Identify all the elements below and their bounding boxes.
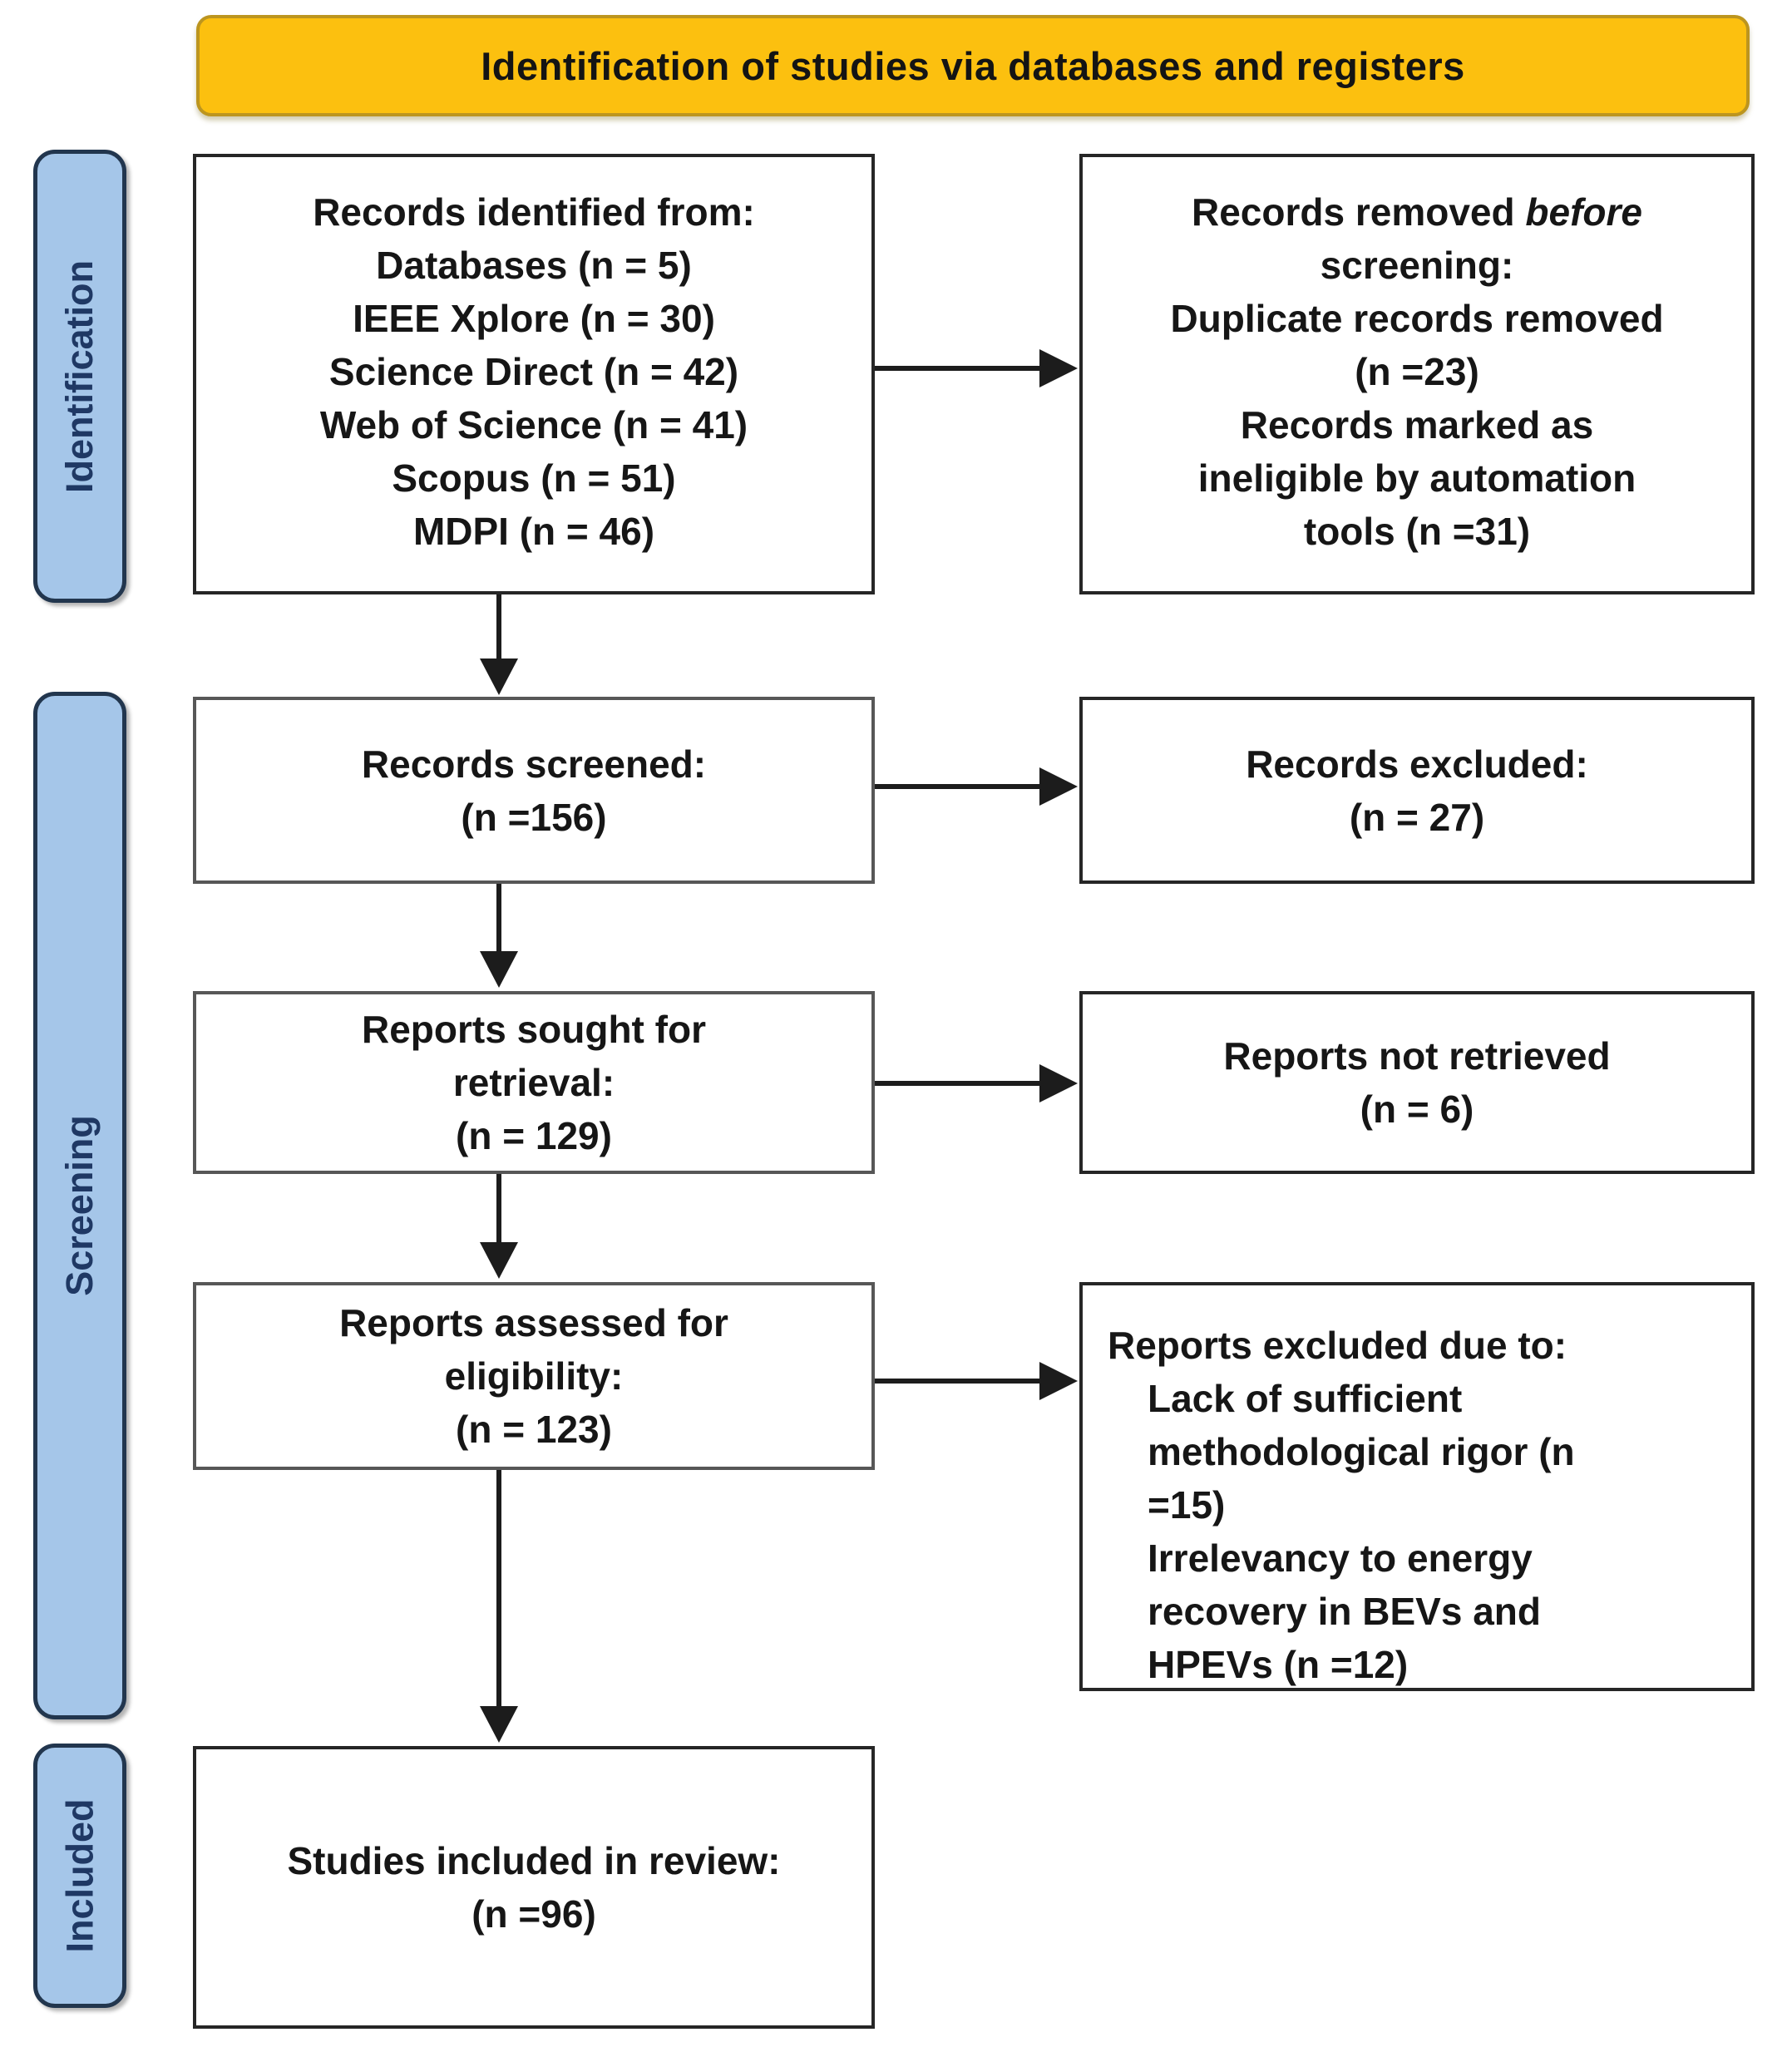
box-records-identified: Records identified from: Databases (n = … [193, 154, 875, 594]
screening-label: Screening [58, 1115, 101, 1296]
box-text-line: Records marked as ineligible by automati… [1197, 403, 1636, 553]
box-text-line: Databases (n = 5) [376, 244, 692, 287]
box-text-line: Reports excluded due to: [1108, 1324, 1567, 1367]
box-text-fragment-italic: before [1525, 190, 1642, 234]
box-text-line: Reports sought for [362, 1008, 706, 1051]
box-records-screened: Records screened: (n =156) [193, 697, 875, 884]
box-reports-excluded-reasons: Reports excluded due to: Lack of suffici… [1079, 1282, 1755, 1691]
stage-label-included: Included [33, 1744, 126, 2008]
box-text-line: (n = 129) [456, 1114, 612, 1157]
box-text-line: Records excluded: [1246, 742, 1588, 786]
box-text-line: (n = 27) [1349, 795, 1485, 839]
box-reports-sought: Reports sought for retrieval: (n = 129) [193, 991, 875, 1174]
box-studies-included: Studies included in review: (n =96) [193, 1746, 875, 2029]
box-records-excluded: Records excluded: (n = 27) [1079, 697, 1755, 884]
box-text-line: Scopus (n = 51) [392, 456, 676, 500]
box-text-line: (n = 6) [1360, 1088, 1474, 1131]
box-text-fragment: screening: [1320, 244, 1514, 287]
box-text-line: Reports not retrieved [1223, 1034, 1611, 1078]
box-text-line: MDPI (n = 46) [412, 510, 655, 553]
box-records-removed-before-screening: Records removed before screening: Duplica… [1079, 154, 1755, 594]
box-text-line: Records identified from: [313, 190, 755, 234]
box-text-line: (n =96) [471, 1892, 596, 1936]
box-text-line: eligibility: [444, 1354, 624, 1398]
stage-label-identification: Identification [33, 150, 126, 603]
box-text-line: IEEE Xplore (n = 30) [353, 297, 715, 340]
arrow-assessed-to-excluded-reasons [875, 1362, 1078, 1400]
box-text-line: Records screened: [361, 742, 707, 786]
box-text-line: Lack of sufficient methodological rigor … [1148, 1377, 1575, 1527]
box-text-line: Duplicate records removed (n =23) [1170, 297, 1664, 393]
arrow-sought-to-not-retrieved [875, 1064, 1078, 1102]
box-text-block: Records removed before screening: Duplica… [1159, 185, 1675, 558]
arrow-assessed-to-included [480, 1470, 518, 1743]
title-banner: Identification of studies via databases … [196, 15, 1750, 116]
box-text-line: Web of Science (n = 41) [319, 403, 748, 446]
arrow-identified-to-screened [480, 594, 518, 695]
arrow-screened-to-sought [480, 884, 518, 988]
box-reports-assessed: Reports assessed for eligibility: (n = 1… [193, 1282, 875, 1470]
diagram-title: Identification of studies via databases … [481, 43, 1465, 88]
included-label: Included [58, 1798, 101, 1953]
box-text-line: retrieval: [452, 1061, 615, 1104]
identification-label: Identification [58, 259, 101, 493]
box-text-fragment: Records removed [1192, 190, 1526, 234]
box-text-line: Studies included in review: [287, 1839, 781, 1882]
box-text-line: Irrelevancy to energy recovery in BEVs a… [1148, 1536, 1541, 1686]
box-text-line: Science Direct (n = 42) [328, 350, 739, 393]
arrow-screened-to-excluded [875, 767, 1078, 806]
arrow-identified-to-removed [875, 349, 1078, 387]
box-text-block: Lack of sufficient methodological rigor … [1148, 1372, 1646, 1691]
box-text-line: (n =156) [461, 795, 607, 839]
box-text-line: Reports assessed for [339, 1301, 728, 1344]
box-text-line: (n = 123) [456, 1408, 612, 1451]
arrow-sought-to-assessed [480, 1174, 518, 1279]
stage-label-screening: Screening [33, 692, 126, 1719]
box-reports-not-retrieved: Reports not retrieved (n = 6) [1079, 991, 1755, 1174]
